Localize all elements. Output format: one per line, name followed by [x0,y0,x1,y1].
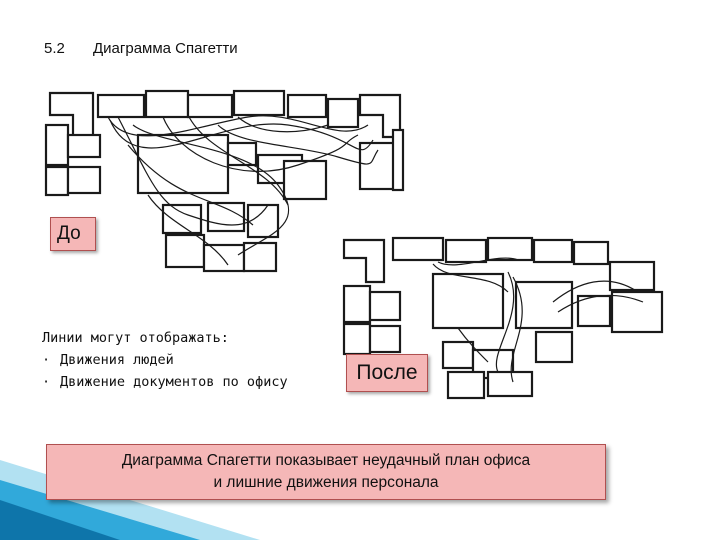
before-office-plan [44,89,405,273]
notes-item-text: Движение документов по офису [60,374,288,390]
summary-line-2: и лишние движения персонала [213,474,439,491]
notes-item: · Движения людей [42,349,288,371]
notes-block: Линии могут отображать: ·Движения людей … [42,327,288,393]
notes-item: · Движение документов по офису [42,371,288,393]
notes-item-text: Движения людей [60,352,174,368]
summary-box: Диаграмма Спагетти показывает неудачный … [46,444,606,500]
notes-intro: Линии могут отображать: [42,330,229,346]
after-label: После [346,354,428,392]
bullet-mark: · [42,374,51,390]
before-label: До [50,217,96,251]
bullet-mark: · [42,352,51,368]
after-office-plan [342,236,664,400]
slide-title: Диаграмма Спагетти [93,40,238,57]
summary-line-1: Диаграмма Спагетти показывает неудачный … [121,452,531,469]
slide-number: 5.2 [44,40,65,57]
